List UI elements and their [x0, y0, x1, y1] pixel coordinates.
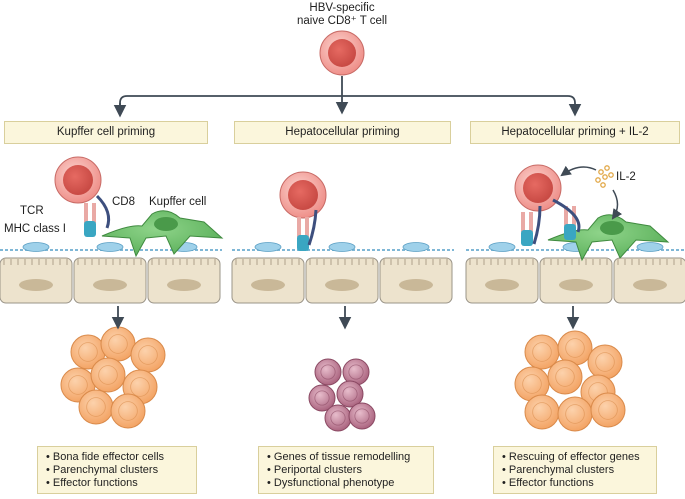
header-kupffer-priming: Kupffer cell priming	[4, 121, 208, 144]
primed-t-cell-icon	[279, 171, 327, 219]
liver-tissue	[0, 242, 222, 304]
effector-cluster-icon	[514, 330, 626, 432]
top-cell-title-line1: HBV-specific	[309, 2, 375, 14]
mhc-class-i-icon	[297, 235, 309, 251]
tcr-icon	[297, 217, 309, 237]
mhc-class-i-icon	[84, 221, 96, 237]
primed-t-cell-icon	[54, 156, 102, 204]
cd8-icon	[307, 209, 318, 246]
bullet-item: Parenchymal clusters	[502, 464, 656, 477]
endothelial-cell-icon	[96, 242, 124, 252]
endothelial-cell-icon	[22, 242, 50, 252]
endothelial-cell-icon	[636, 242, 664, 252]
bullet-item: Genes of tissue remodelling	[267, 451, 433, 464]
dysfunctional-cluster-icon	[308, 358, 376, 432]
label-il2: IL-2	[616, 171, 636, 183]
endothelial-cell-icon	[488, 242, 516, 252]
cd8-icon	[95, 194, 111, 229]
bullet-item: Effector functions	[46, 477, 196, 490]
top-cell-title-line2: naive CD8⁺ T cell	[296, 15, 388, 27]
mhc-class-i-icon	[564, 224, 576, 240]
il2-dots-icon	[595, 165, 614, 188]
effector-cluster-icon	[60, 326, 166, 429]
endothelial-cell-icon	[254, 242, 282, 252]
mhc-class-i-icon	[521, 230, 533, 246]
endothelial-cell-icon	[402, 242, 430, 252]
il2-arrows	[560, 165, 623, 220]
panels-art	[0, 156, 685, 432]
cd8-icon	[532, 205, 542, 245]
header-hepatocellular-priming: Hepatocellular priming	[234, 121, 451, 144]
endothelial-cell-icon	[328, 242, 356, 252]
primed-t-cell-icon	[514, 164, 562, 212]
bullets-hepatocellular-il2: Rescuing of effector genes Parenchymal c…	[493, 446, 657, 494]
bullet-item: Bona fide effector cells	[46, 451, 196, 464]
down-arrows	[111, 306, 580, 330]
naive-t-cell-icon	[319, 30, 365, 76]
bullet-item: Periportal clusters	[267, 464, 433, 477]
branch-arrows	[113, 76, 582, 118]
label-mhc-class-i: MHC class I	[4, 223, 66, 235]
cd8-icon	[552, 198, 581, 233]
bullets-kupffer: Bona fide effector cells Parenchymal clu…	[37, 446, 197, 494]
bullet-item: Parenchymal clusters	[46, 464, 196, 477]
header-hepatocellular-il2: Hepatocellular priming + IL-2	[470, 121, 680, 144]
bullet-item: Rescuing of effector genes	[502, 451, 656, 464]
liver-tissue	[231, 242, 454, 304]
kupffer-cell-icon	[101, 210, 224, 258]
label-kupffer-cell: Kupffer cell	[149, 196, 207, 208]
liver-tissue	[465, 242, 685, 304]
label-tcr: TCR	[20, 205, 44, 217]
bullet-item: Dysfunctional phenotype	[267, 477, 433, 490]
label-cd8: CD8	[112, 196, 136, 208]
tcr-icon	[521, 212, 533, 232]
bullets-hepatocellular: Genes of tissue remodelling Periportal c…	[258, 446, 434, 494]
tcr-icon	[84, 203, 96, 223]
bullet-item: Effector functions	[502, 477, 656, 490]
